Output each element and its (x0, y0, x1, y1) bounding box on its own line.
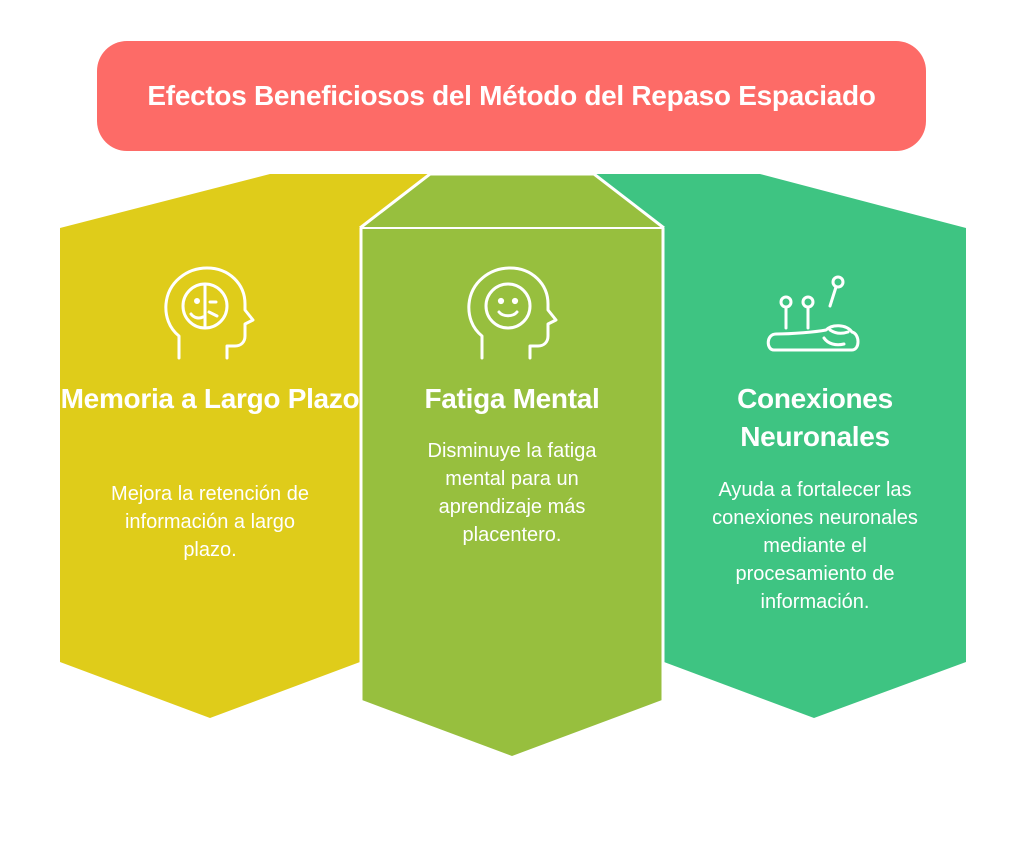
column-3-shape (594, 174, 966, 718)
column-2-description: Disminuye la fatiga mental para un apren… (427, 440, 597, 546)
head-smile-icon (467, 266, 558, 360)
column-1-title: Memoria a Largo Plazo (60, 383, 360, 414)
column-2-shape (359, 172, 665, 756)
brain-connections-icon (766, 275, 860, 352)
column-1-shape (60, 174, 430, 718)
column-3-description: Ayuda a fortalecer las conexiones neuron… (712, 479, 918, 613)
column-1-description: Mejora la retención de información a lar… (111, 483, 309, 561)
column-3-title: Conexiones Neuronales (737, 383, 893, 452)
page-title: Efectos Beneficiosos del Método del Repa… (147, 80, 876, 111)
title-banner: Efectos Beneficiosos del Método del Repa… (97, 41, 926, 151)
column-2-title: Fatiga Mental (424, 383, 600, 414)
head-half-face-icon (164, 266, 255, 360)
